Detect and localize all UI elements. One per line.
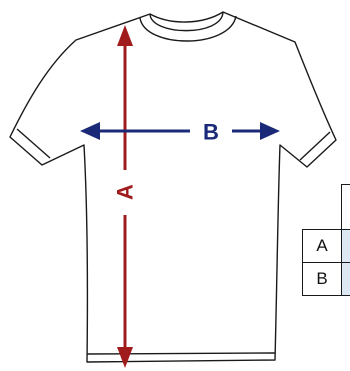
measure-b-arrowhead-right xyxy=(260,122,280,140)
size-table-value-a xyxy=(341,229,350,263)
measure-a-arrowhead-bottom xyxy=(117,347,133,368)
size-table: A B xyxy=(302,184,350,304)
measure-b-arrowhead-left xyxy=(80,122,100,140)
measure-b-arrow xyxy=(80,122,280,140)
tshirt-hem xyxy=(86,352,276,355)
measure-a-arrowhead-top xyxy=(117,25,133,46)
size-table-row-label-b: B xyxy=(302,262,342,296)
measure-a-label: A xyxy=(113,184,138,200)
tshirt-collar xyxy=(139,11,237,42)
right-sleeve-cuff xyxy=(299,131,331,161)
left-sleeve-cuff xyxy=(16,128,51,159)
measure-b-label: B xyxy=(203,120,219,145)
size-table-row-label-a: A xyxy=(302,229,342,263)
measure-a-arrow xyxy=(117,25,133,368)
size-table-value-b xyxy=(341,262,350,296)
tshirt-outline xyxy=(9,11,337,363)
size-table-header-cell xyxy=(341,184,350,230)
